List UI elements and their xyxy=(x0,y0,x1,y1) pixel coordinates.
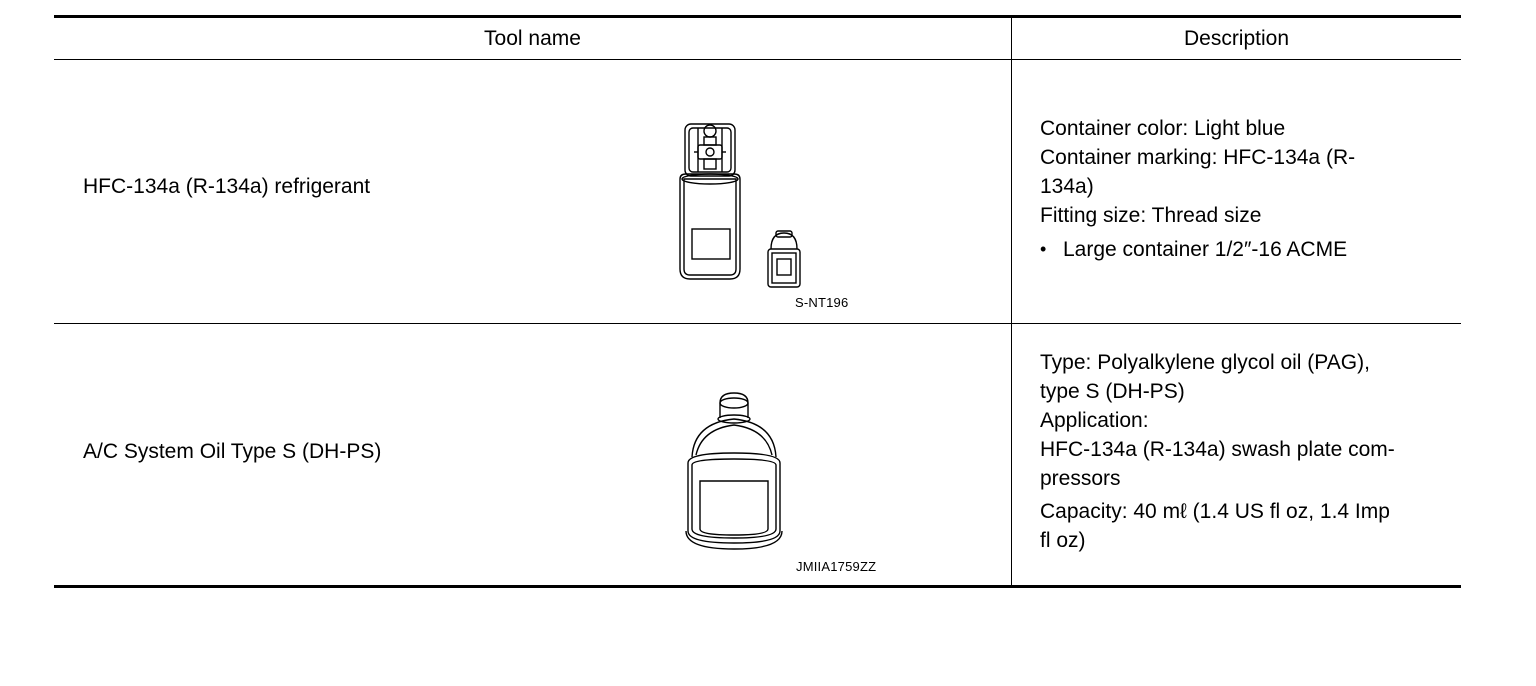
row-divider xyxy=(54,323,1461,324)
row-1-description-line: Container marking: HFC-134a (R- xyxy=(1040,146,1356,169)
row-2-description-line: fl oz) xyxy=(1040,529,1086,552)
refrigerant-container-illustration xyxy=(679,123,801,288)
special-service-tools-table: Tool name Description HFC-134a (R-134a) … xyxy=(54,15,1461,588)
header-description: Description xyxy=(1183,26,1290,50)
row-2-description-line: pressors xyxy=(1040,467,1121,490)
row-2-description-line: Type: Polyalkylene glycol oil (PAG), xyxy=(1040,351,1370,374)
row-2-description-line: HFC-134a (R-134a) swash plate com- xyxy=(1040,438,1395,461)
row-2-image-code: JMIIA1759ZZ xyxy=(796,559,877,574)
row-2-description: Type: Polyalkylene glycol oil (PAG), typ… xyxy=(1040,348,1450,555)
row-1-description-line: Fitting size: Thread size xyxy=(1040,204,1262,227)
header-tool-name: Tool name xyxy=(484,26,581,50)
row-1-bullet-text: Large container 1/2″-16 ACME xyxy=(1063,238,1348,261)
table-bottom-rule xyxy=(54,585,1461,588)
row-2-description-line: type S (DH-PS) xyxy=(1040,380,1185,403)
row-1-image-code: S-NT196 xyxy=(795,295,849,310)
row-1-description-line: Container color: Light blue xyxy=(1040,117,1286,140)
row-2-tool-name: A/C System Oil Type S (DH-PS) xyxy=(83,440,382,463)
row-2-description-line: Application: xyxy=(1040,409,1149,432)
table-top-rule xyxy=(54,15,1461,18)
row-2-description-line: Capacity: 40 mℓ (1.4 US fl oz, 1.4 Imp xyxy=(1040,500,1390,523)
row-1-tool-name: HFC-134a (R-134a) refrigerant xyxy=(83,175,371,198)
column-divider xyxy=(1011,18,1012,585)
oil-bottle-illustration xyxy=(685,392,783,550)
row-1-bullet-item: • Large container 1/2″-16 ACME xyxy=(1040,235,1450,264)
header-divider xyxy=(54,59,1461,60)
row-1-description-line: 134a) xyxy=(1040,175,1094,198)
bullet-icon: • xyxy=(1040,239,1047,259)
row-1-description: Container color: Light blue Container ma… xyxy=(1040,114,1450,264)
